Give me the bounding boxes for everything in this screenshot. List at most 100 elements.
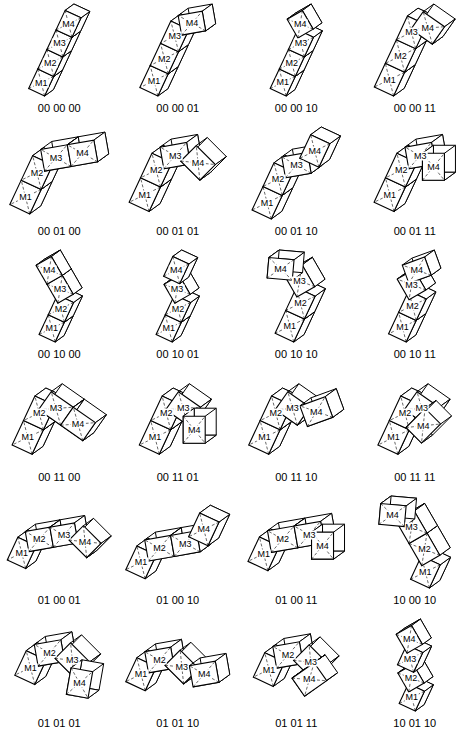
module-label: M4	[309, 407, 324, 416]
module-front-face	[56, 10, 81, 37]
configuration-code: 01 00 01	[38, 595, 81, 606]
module-label: M3	[292, 276, 307, 285]
module-label: M4	[402, 635, 417, 644]
module-cube	[181, 137, 227, 180]
module-front-face	[69, 526, 101, 558]
module-label: M1	[256, 549, 271, 558]
module-front-face	[41, 145, 71, 171]
module-diagonal	[56, 10, 81, 37]
configuration-code: 00 11 00	[38, 472, 80, 483]
module-label: M2	[405, 301, 420, 310]
module-front-face	[267, 257, 294, 280]
module-diagonal	[189, 513, 219, 546]
module-label: M2	[293, 299, 308, 308]
module-diagonal	[287, 10, 313, 38]
module-edge	[73, 399, 84, 407]
module-label: M4	[42, 266, 57, 275]
module-edge	[423, 4, 434, 12]
module-diagonal	[69, 526, 101, 558]
configuration-code: 01 00 10	[156, 595, 199, 606]
module-label: M1	[405, 693, 420, 702]
module-label: M4	[273, 264, 288, 273]
module-cube	[292, 655, 338, 697]
module-label: M3	[302, 530, 317, 539]
module-label: M2	[398, 408, 413, 417]
module-front-face	[292, 663, 327, 697]
module-label: M4	[72, 679, 87, 688]
module-label: M1	[147, 76, 162, 85]
module-front-face	[396, 625, 422, 653]
module-label: M3	[176, 404, 191, 413]
module-label: M3	[65, 656, 80, 665]
module-front-face	[25, 527, 53, 551]
module-cube	[411, 4, 455, 44]
module-front-face	[300, 135, 330, 168]
module-label: M2	[285, 58, 300, 67]
module-edge	[309, 637, 320, 645]
module-label: M2	[43, 58, 58, 67]
configuration-code: 01 00 11	[275, 595, 317, 606]
module-diagonal	[178, 11, 206, 35]
module-edge	[51, 384, 62, 392]
module-front-face	[61, 407, 96, 441]
module-edge	[417, 384, 428, 392]
robot-configuration	[36, 250, 82, 342]
module-label: M3	[49, 404, 64, 413]
module-cube	[164, 250, 198, 284]
module-label: M4	[191, 158, 206, 167]
module-label: M1	[134, 670, 149, 679]
module-diagonal	[292, 663, 327, 697]
module-edge	[180, 642, 191, 650]
module-label: M1	[161, 324, 176, 333]
module-label: M1	[260, 198, 275, 207]
module-label: M2	[269, 408, 284, 417]
module-edge	[71, 635, 82, 643]
module-cube	[300, 127, 341, 167]
module-cube	[183, 408, 216, 443]
module-label: M1	[395, 323, 410, 332]
module-diagonal	[300, 135, 330, 168]
module-label: M4	[71, 419, 86, 428]
robot-configuration	[12, 384, 106, 455]
module-label: M2	[394, 166, 409, 175]
module-label: M3	[178, 539, 193, 548]
module-edge	[205, 408, 216, 416]
configuration-code: 00 00 11	[394, 103, 436, 114]
module-label: M3	[403, 654, 418, 663]
module-front-face	[300, 397, 333, 427]
module-label: M3	[175, 663, 190, 672]
module-label: M1	[20, 433, 35, 442]
module-label: M2	[393, 51, 408, 60]
module-label: M3	[413, 151, 428, 160]
module-label: M4	[308, 146, 323, 155]
robot-configuration	[270, 4, 322, 96]
module-label: M4	[420, 23, 435, 32]
module-label: M1	[382, 190, 397, 199]
configuration-code: 01 01 11	[275, 718, 317, 729]
module-label: M3	[57, 531, 72, 540]
robot-configuration	[252, 127, 340, 219]
module-label: M1	[382, 75, 397, 84]
robot-configuration	[7, 515, 111, 568]
module-label: M2	[275, 535, 290, 544]
robot-configuration	[378, 384, 452, 455]
configuration-code: 00 10 01	[156, 349, 199, 360]
module-label: M2	[159, 408, 174, 417]
module-label: M3	[52, 39, 67, 48]
configuration-code: 00 01 00	[38, 226, 81, 237]
module-front-face	[164, 256, 189, 283]
module-front-face	[287, 10, 313, 38]
module-label: M4	[75, 149, 90, 158]
module-label: M2	[42, 648, 57, 657]
configuration-code: 10 01 10	[393, 718, 436, 729]
robot-configuration	[29, 4, 90, 96]
module-label: M4	[426, 162, 441, 171]
module-diagonal	[61, 407, 96, 441]
module-label: M2	[152, 655, 167, 664]
robot-configuration	[140, 4, 216, 96]
module-label: M2	[54, 304, 69, 313]
robot-configuration	[156, 250, 199, 342]
module-front-face	[145, 535, 175, 561]
module-label: M4	[187, 425, 202, 434]
module-diagonal	[396, 625, 422, 653]
